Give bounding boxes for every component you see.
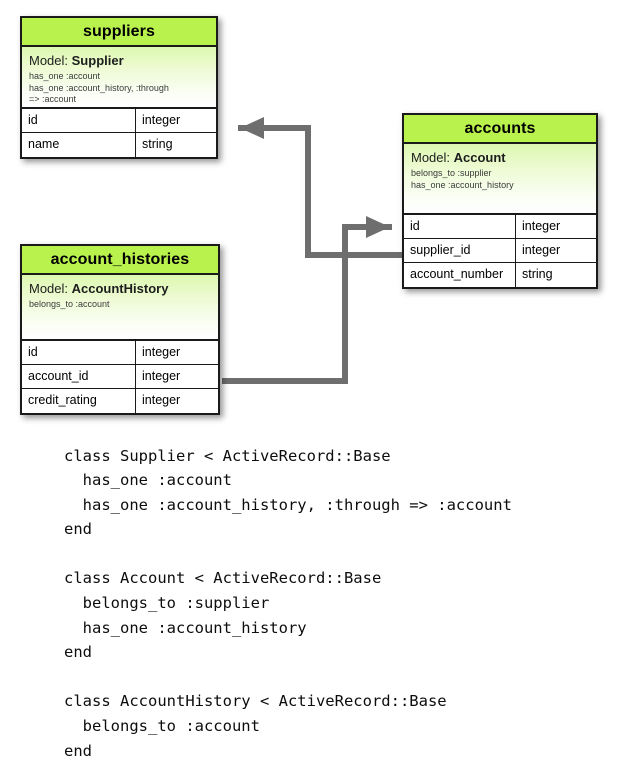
attribute-type: integer — [142, 345, 181, 359]
attribute-name: id — [22, 109, 136, 132]
attribute-name: id — [404, 215, 516, 238]
attribute-row: account_number string — [404, 263, 596, 287]
attribute-type: integer — [142, 393, 181, 407]
attribute-row: name string — [22, 133, 216, 157]
model-name: AccountHistory — [71, 281, 169, 296]
model-name: Account — [453, 150, 506, 165]
attribute-row: id integer — [404, 215, 596, 239]
attribute-name: account_number — [404, 263, 516, 287]
attribute-name: supplier_id — [404, 239, 516, 262]
entity-title-suppliers: suppliers — [22, 18, 216, 47]
association-line: has_one :account_history — [411, 179, 514, 190]
attribute-row: credit_rating integer — [22, 389, 218, 413]
entity-account-histories[interactable]: account_histories Model: AccountHistory … — [20, 244, 220, 415]
attribute-type: integer — [142, 113, 181, 127]
entity-suppliers[interactable]: suppliers Model: Supplier has_one :accou… — [20, 16, 218, 159]
attribute-type: integer — [522, 243, 561, 257]
entity-accounts[interactable]: accounts Model: Account belongs_to :supp… — [402, 113, 598, 289]
ruby-source-code: class Supplier < ActiveRecord::Base has_… — [64, 446, 512, 760]
attribute-name: credit_rating — [22, 389, 136, 413]
model-prefix: Model: — [29, 53, 72, 68]
attribute-row: id integer — [22, 341, 218, 365]
attribute-name: name — [22, 133, 136, 157]
model-name: Supplier — [71, 53, 124, 68]
attribute-name: account_id — [22, 365, 136, 388]
association-line: belongs_to :account — [29, 299, 110, 309]
entity-title-account-histories: account_histories — [22, 246, 218, 275]
entity-model-account-histories: Model: AccountHistory belongs_to :accoun… — [22, 275, 218, 341]
model-label-suppliers: Model: Supplier — [29, 53, 209, 68]
association-line: has_one :account — [29, 71, 101, 81]
attribute-row: account_id integer — [22, 365, 218, 389]
association-line: => :account — [29, 94, 77, 104]
attribute-row: supplier_id integer — [404, 239, 596, 263]
model-prefix: Model: — [411, 150, 454, 165]
entity-model-suppliers: Model: Supplier has_one :account has_one… — [22, 47, 216, 109]
attribute-name: id — [22, 341, 136, 364]
attribute-row: id integer — [22, 109, 216, 133]
model-label-account-histories: Model: AccountHistory — [29, 281, 211, 296]
association-line: has_one :account_history, :through — [29, 82, 169, 93]
attribute-type: integer — [522, 219, 561, 233]
attribute-type: string — [522, 267, 553, 281]
model-label-accounts: Model: Account — [411, 150, 589, 165]
connector-accounts-to-suppliers — [238, 117, 402, 258]
connector-histories-to-accounts — [222, 216, 392, 384]
entity-title-accounts: accounts — [404, 115, 596, 144]
model-prefix: Model: — [29, 281, 72, 296]
attribute-type: integer — [142, 369, 181, 383]
entity-model-accounts: Model: Account belongs_to :supplier has_… — [404, 144, 596, 215]
association-line: belongs_to :supplier — [411, 168, 492, 178]
attribute-type: string — [142, 137, 173, 151]
